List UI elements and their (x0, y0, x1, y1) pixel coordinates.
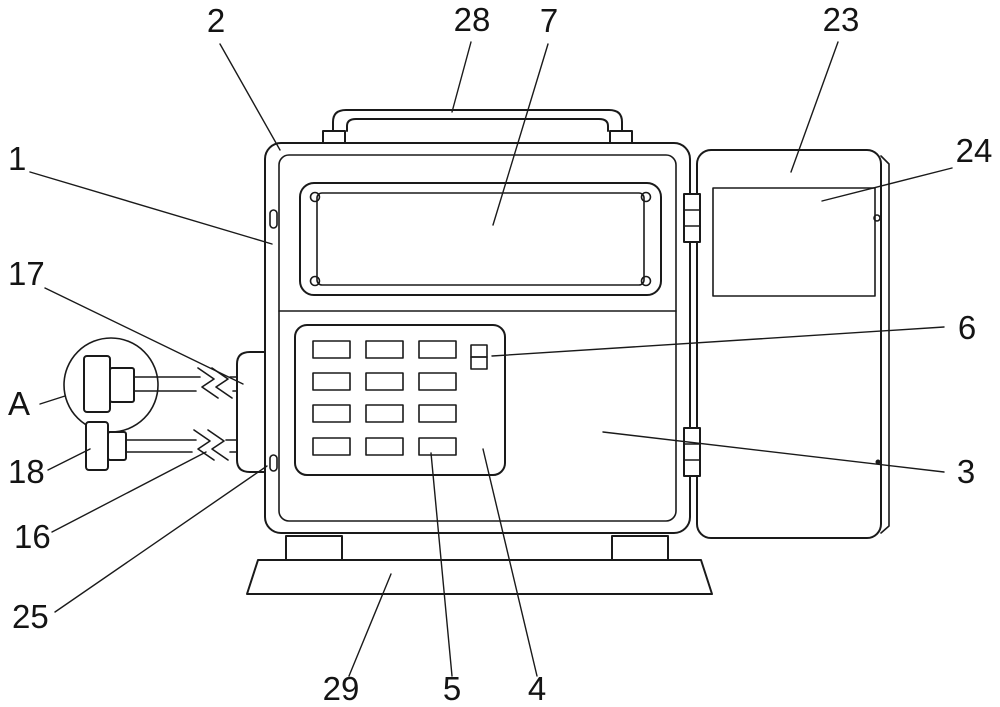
screw-icon (309, 275, 321, 287)
keypad-button (365, 372, 404, 391)
keypad-button (312, 404, 351, 423)
ref-label-5: 5 (443, 670, 461, 707)
ref-label-29: 29 (323, 670, 360, 707)
base-stand (246, 559, 713, 595)
leader-line-18 (47, 448, 91, 471)
leader-line-1 (29, 171, 273, 245)
slot-bottom (269, 454, 278, 472)
ref-label-17: 17 (8, 255, 45, 292)
break-symbol-icon (207, 429, 229, 461)
keypad-button (365, 437, 404, 456)
door-window (712, 187, 876, 297)
break-symbol-icon (197, 367, 219, 399)
ref-label-7: 7 (540, 2, 558, 39)
door-edge (880, 155, 890, 534)
leader-line-2 (219, 43, 281, 151)
leader-line-4 (482, 448, 538, 677)
screw-icon (309, 191, 321, 203)
leader-line-16 (51, 451, 207, 533)
keypad-button (418, 372, 457, 391)
leader-line-24 (821, 167, 953, 202)
leader-line-3 (602, 431, 945, 473)
ref-label-3: 3 (957, 453, 975, 490)
keypad-button (418, 404, 457, 423)
ref-label-A: A (8, 385, 30, 422)
hinge-bottom (683, 427, 701, 477)
break-symbol-icon (193, 429, 215, 461)
ref-label-1: 1 (8, 140, 26, 177)
keypad-button (418, 437, 457, 456)
hinge-top (683, 193, 701, 243)
keypad-button (312, 372, 351, 391)
reference-labels: 2 28 7 23 24 1 17 A 18 16 25 29 5 4 6 3 (8, 1, 992, 707)
leader-lines (29, 41, 953, 677)
tube-lower (125, 429, 241, 461)
leader-line-29 (348, 573, 392, 677)
slot-top (269, 209, 278, 229)
screw-icon (640, 191, 652, 203)
leader-line-5 (430, 452, 453, 677)
keypad-button (365, 340, 404, 359)
ref-label-2: 2 (207, 2, 225, 39)
ref-label-25: 25 (12, 598, 49, 635)
ref-label-28: 28 (454, 1, 491, 38)
leader-line-25 (54, 465, 268, 613)
keypad-button (312, 340, 351, 359)
door-dot (875, 459, 881, 465)
keypad-button (312, 437, 351, 456)
keypad-panel (294, 324, 506, 476)
ref-label-18: 18 (8, 453, 45, 490)
ref-label-4: 4 (528, 670, 546, 707)
leader-line-23 (790, 41, 839, 173)
leader-line-A (39, 395, 66, 405)
tube-upper (133, 367, 241, 399)
ref-label-24: 24 (956, 132, 993, 169)
leader-line-6 (491, 326, 945, 357)
screw-icon (640, 275, 652, 287)
ref-label-6: 6 (958, 309, 976, 346)
leader-line-17 (44, 287, 244, 385)
keypad-button (418, 340, 457, 359)
keypad-button (365, 404, 404, 423)
door-panel (696, 149, 890, 539)
break-symbol-icon (211, 367, 233, 399)
leader-line-28 (451, 41, 472, 113)
connector-lower (85, 421, 127, 471)
leader-line-7 (492, 43, 549, 226)
device-body (264, 142, 691, 534)
ref-label-23: 23 (823, 1, 860, 38)
switch-element (470, 344, 488, 370)
ref-label-16: 16 (14, 518, 51, 555)
display-screen (299, 182, 662, 296)
door-pin (873, 214, 881, 222)
carry-handle (322, 109, 633, 145)
left-bracket (236, 351, 273, 473)
foot-right (611, 535, 669, 561)
foot-left (285, 535, 343, 561)
connector-upper (83, 355, 135, 413)
